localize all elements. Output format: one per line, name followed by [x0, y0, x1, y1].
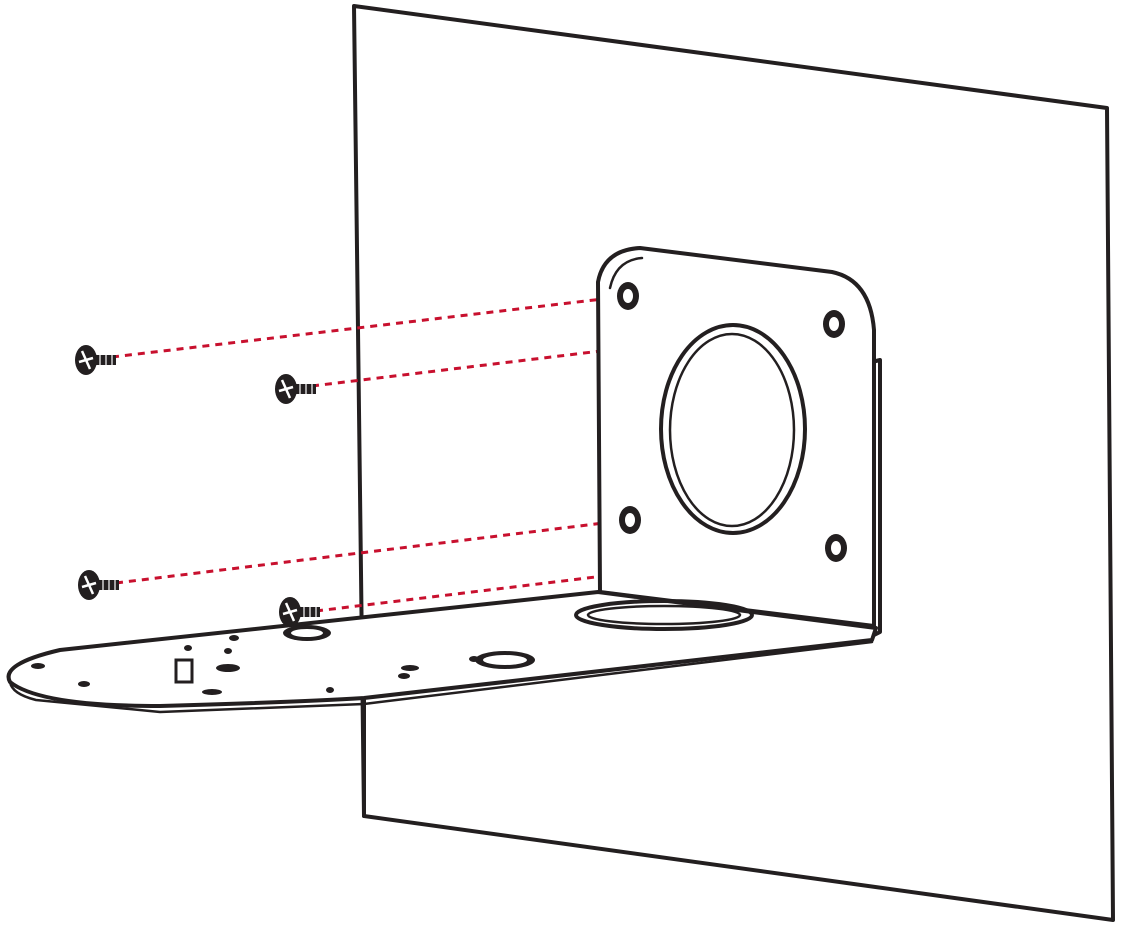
screw — [279, 597, 320, 627]
guide-line-upper-right — [311, 321, 833, 388]
screw — [78, 570, 119, 600]
bracket-base-plate — [6, 590, 878, 708]
guide-line-upper-left — [111, 294, 629, 359]
bracket-vertical-plate — [596, 246, 876, 628]
bracket-mounting-holes — [617, 282, 847, 562]
screw — [275, 374, 316, 404]
screws — [75, 345, 320, 627]
guide-line-lower-left — [115, 518, 629, 585]
screw — [75, 345, 116, 375]
base-plate-holes — [31, 625, 535, 695]
bracket-camera-opening — [659, 323, 807, 535]
bracket-base-slot — [574, 599, 754, 631]
mounting-bracket — [6, 246, 882, 714]
